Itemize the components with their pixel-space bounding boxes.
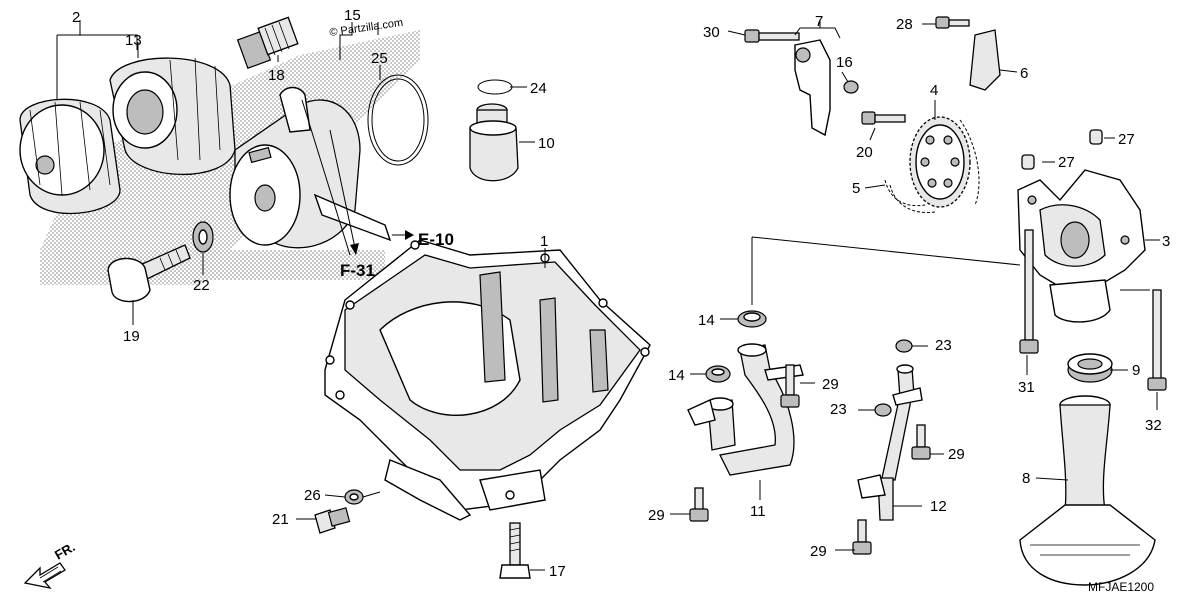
reference-arrows	[329, 129, 414, 255]
callout-27b: 27	[1058, 154, 1075, 171]
bolt-part-29a[interactable]	[780, 364, 800, 408]
reference-f31[interactable]: F-31	[340, 261, 375, 280]
callout-32: 32	[1145, 417, 1162, 434]
bolt-part-29b[interactable]	[689, 487, 709, 522]
front-direction-arrow	[23, 562, 66, 589]
callout-8: 8	[1022, 470, 1030, 487]
callout-26: 26	[304, 487, 321, 504]
chain-guide-part-7[interactable]	[794, 39, 831, 137]
callout-29b: 29	[648, 507, 665, 524]
callout-27a: 27	[1118, 131, 1135, 148]
callout-4: 4	[930, 82, 938, 99]
relief-valve-part-10[interactable]	[469, 103, 519, 182]
callout-18: 18	[268, 67, 285, 84]
bolt-part-30[interactable]	[744, 29, 800, 43]
callout-7: 7	[815, 13, 823, 30]
bolt-part-29c[interactable]	[911, 424, 931, 460]
callout-17: 17	[549, 563, 566, 580]
callout-25: 25	[371, 50, 388, 67]
callout-30: 30	[703, 24, 720, 41]
drain-bolt-part-21[interactable]	[314, 507, 351, 534]
o-ring-part-14a[interactable]	[737, 310, 767, 328]
oil-pan-part-1[interactable]	[324, 239, 651, 521]
callout-14b: 14	[668, 367, 685, 384]
shaded-band	[55, 250, 385, 280]
callout-15: 15	[344, 7, 361, 24]
callout-14a: 14	[698, 312, 715, 329]
callout-6: 6	[1020, 65, 1028, 82]
callout-29d: 29	[810, 543, 827, 560]
dowel-pin-part-27b[interactable]	[1021, 154, 1035, 170]
o-ring-part-23b[interactable]	[874, 403, 892, 417]
washer-part-26[interactable]	[344, 489, 364, 505]
watermark: © Partzilla.com	[329, 17, 404, 39]
callout-2: 2	[72, 9, 80, 26]
callout-11: 11	[750, 503, 766, 520]
washer-part-22[interactable]	[192, 221, 214, 253]
callout-16: 16	[836, 54, 853, 71]
drive-chain-part-5[interactable]	[884, 119, 980, 214]
oil-pipe-part-12[interactable]	[857, 364, 923, 521]
bolt-part-28[interactable]	[935, 16, 970, 29]
callout-31: 31	[1018, 379, 1035, 396]
oil-filter-part-2[interactable]	[19, 98, 121, 215]
callout-22: 22	[193, 277, 210, 294]
collar-part-16[interactable]	[843, 80, 859, 94]
seal-part-9[interactable]	[1067, 353, 1113, 383]
callout-20: 20	[856, 144, 873, 161]
bolt-part-29d[interactable]	[852, 519, 872, 555]
bolt-part-17[interactable]	[499, 522, 531, 579]
oil-strainer-part-8[interactable]	[1019, 395, 1156, 586]
front-direction-label: FR.	[52, 539, 78, 562]
callout-19: 19	[123, 328, 140, 345]
callout-3: 3	[1162, 233, 1170, 250]
leader-lines	[56, 20, 1160, 571]
callout-23b: 23	[830, 401, 847, 418]
bolt-part-20[interactable]	[861, 111, 906, 125]
dowel-pin-part-27a[interactable]	[1089, 129, 1103, 145]
bolt-part-31[interactable]	[1019, 229, 1039, 354]
sprocket-part-4[interactable]	[909, 116, 971, 208]
callout-28: 28	[896, 16, 913, 33]
callout-29c: 29	[948, 446, 965, 463]
callout-10: 10	[538, 135, 555, 152]
callout-21: 21	[272, 511, 289, 528]
callout-13: 13	[125, 32, 142, 49]
threaded-pipe-part-18[interactable]	[236, 16, 299, 69]
callout-29a: 29	[822, 376, 839, 393]
oil-cooler-part-15[interactable]	[229, 86, 392, 249]
callout-5: 5	[852, 180, 860, 197]
callout-12: 12	[930, 498, 947, 515]
callout-1: 1	[540, 233, 548, 250]
o-ring-part-24[interactable]	[477, 79, 513, 95]
callout-9: 9	[1132, 362, 1140, 379]
chain-tensioner-part-6[interactable]	[969, 29, 1001, 91]
oil-pump-part-3[interactable]	[1017, 169, 1146, 323]
diagram-code: MFJAE1200	[1088, 580, 1154, 594]
callout-23a: 23	[935, 337, 952, 354]
o-ring-part-14b[interactable]	[705, 365, 731, 383]
filter-element-part-13[interactable]	[109, 57, 236, 176]
bolt-part-32[interactable]	[1147, 289, 1167, 391]
bolt-part-19[interactable]	[107, 244, 191, 303]
callout-24: 24	[530, 80, 547, 97]
oil-pipe-part-11[interactable]	[687, 343, 804, 476]
reference-e10[interactable]: E-10	[418, 230, 454, 249]
o-ring-part-23a[interactable]	[895, 339, 913, 353]
o-ring-part-25[interactable]	[367, 74, 429, 166]
